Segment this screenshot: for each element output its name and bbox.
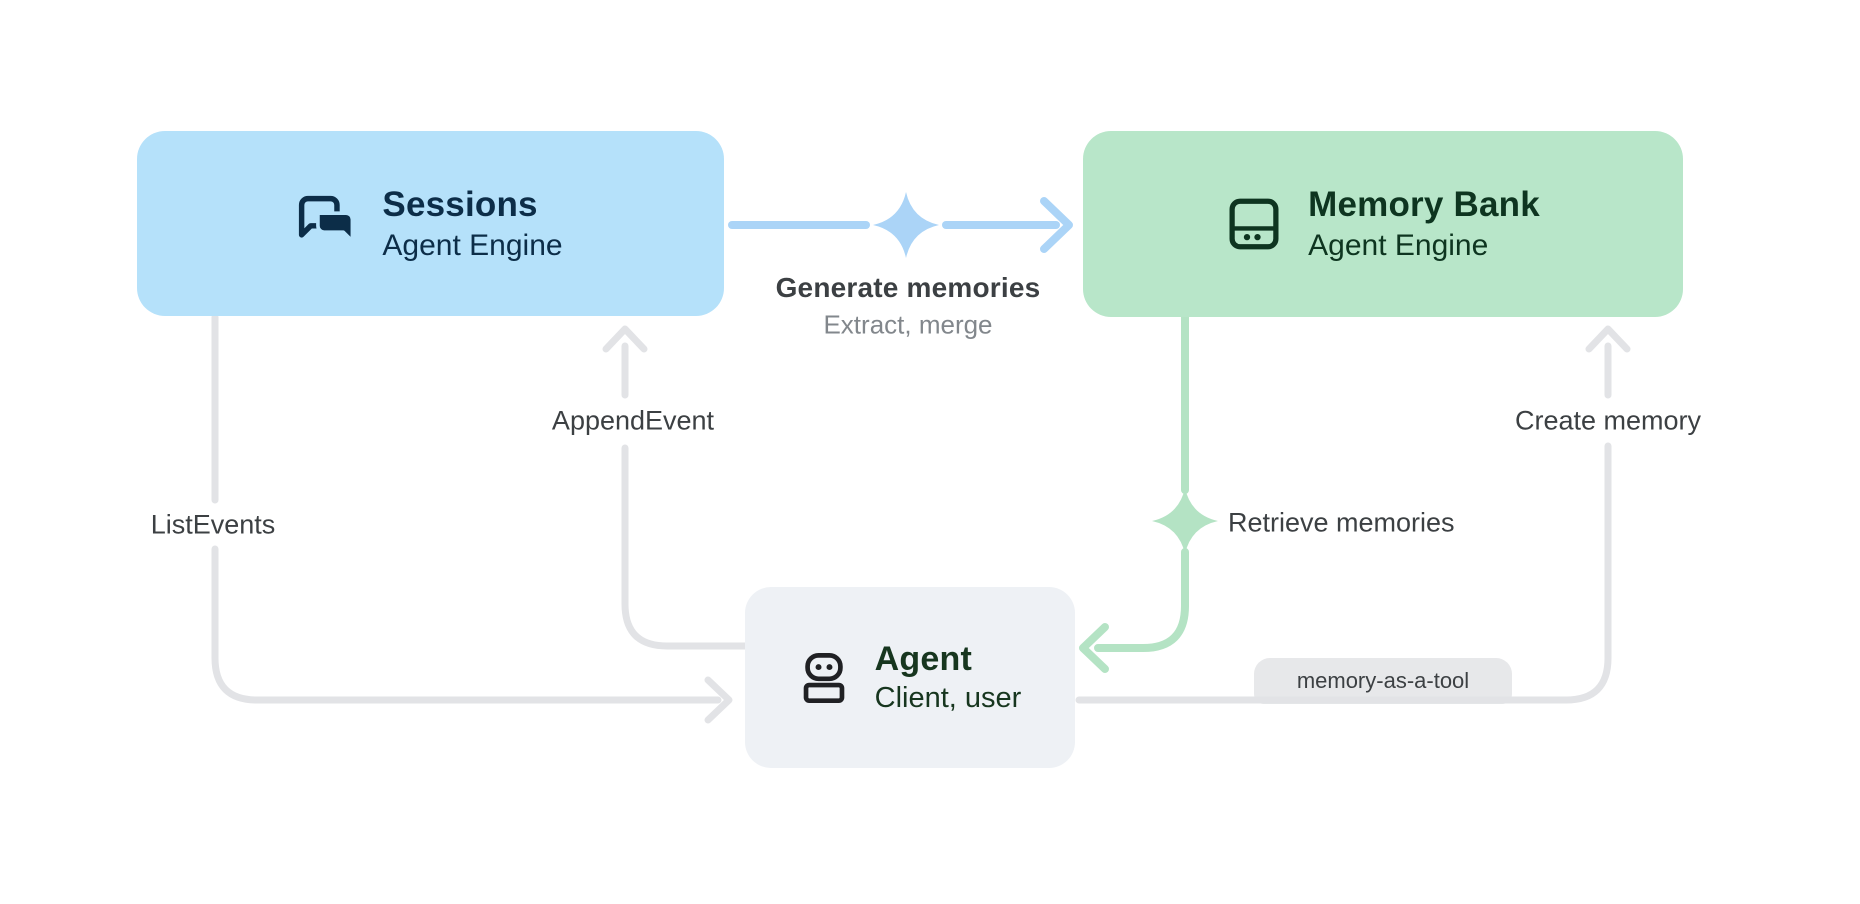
memory-as-a-tool-label: memory-as-a-tool <box>1296 668 1470 693</box>
agent-subtitle: Client, user <box>874 682 1022 714</box>
memory-as-a-tool-badge: memory-as-a-tool <box>1254 658 1512 704</box>
retrieve-line-lower <box>1094 548 1189 652</box>
agent-node: Agent Client, user <box>745 587 1075 768</box>
memory-bank-node: Memory Bank Agent Engine <box>1083 131 1683 317</box>
list-events-line-lower <box>211 545 722 704</box>
chat-icon <box>298 195 356 253</box>
create-memory-label: Create memory <box>1514 405 1702 436</box>
append-event-arrowhead <box>602 325 648 353</box>
append-event-label: AppendEvent <box>551 405 715 436</box>
create-memory-line-lower <box>1075 442 1612 704</box>
retrieve-memories-label: Retrieve memories <box>1228 507 1455 538</box>
memory-bank-icon <box>1226 196 1282 252</box>
memory-bank-title: Memory Bank <box>1308 185 1540 224</box>
list-events-label: ListEvents <box>150 509 276 540</box>
memory-bank-subtitle: Agent Engine <box>1308 229 1489 262</box>
generate-arrowhead <box>1040 197 1073 253</box>
sparkle-icon <box>1152 488 1218 554</box>
create-memory-arrowhead <box>1585 325 1631 353</box>
robot-icon <box>799 649 849 707</box>
sparkle-icon <box>873 192 939 258</box>
agent-title: Agent <box>874 640 972 678</box>
generate-memories-label: Generate memories <box>775 272 1041 303</box>
sessions-subtitle: Agent Engine <box>382 228 563 262</box>
sessions-node: Sessions Agent Engine <box>137 131 724 316</box>
extract-merge-label: Extract, merge <box>823 309 993 340</box>
append-event-line-lower <box>621 444 749 650</box>
retrieve-arrowhead <box>1079 623 1109 673</box>
sessions-title: Sessions <box>382 184 538 224</box>
list-events-arrowhead <box>704 676 733 724</box>
